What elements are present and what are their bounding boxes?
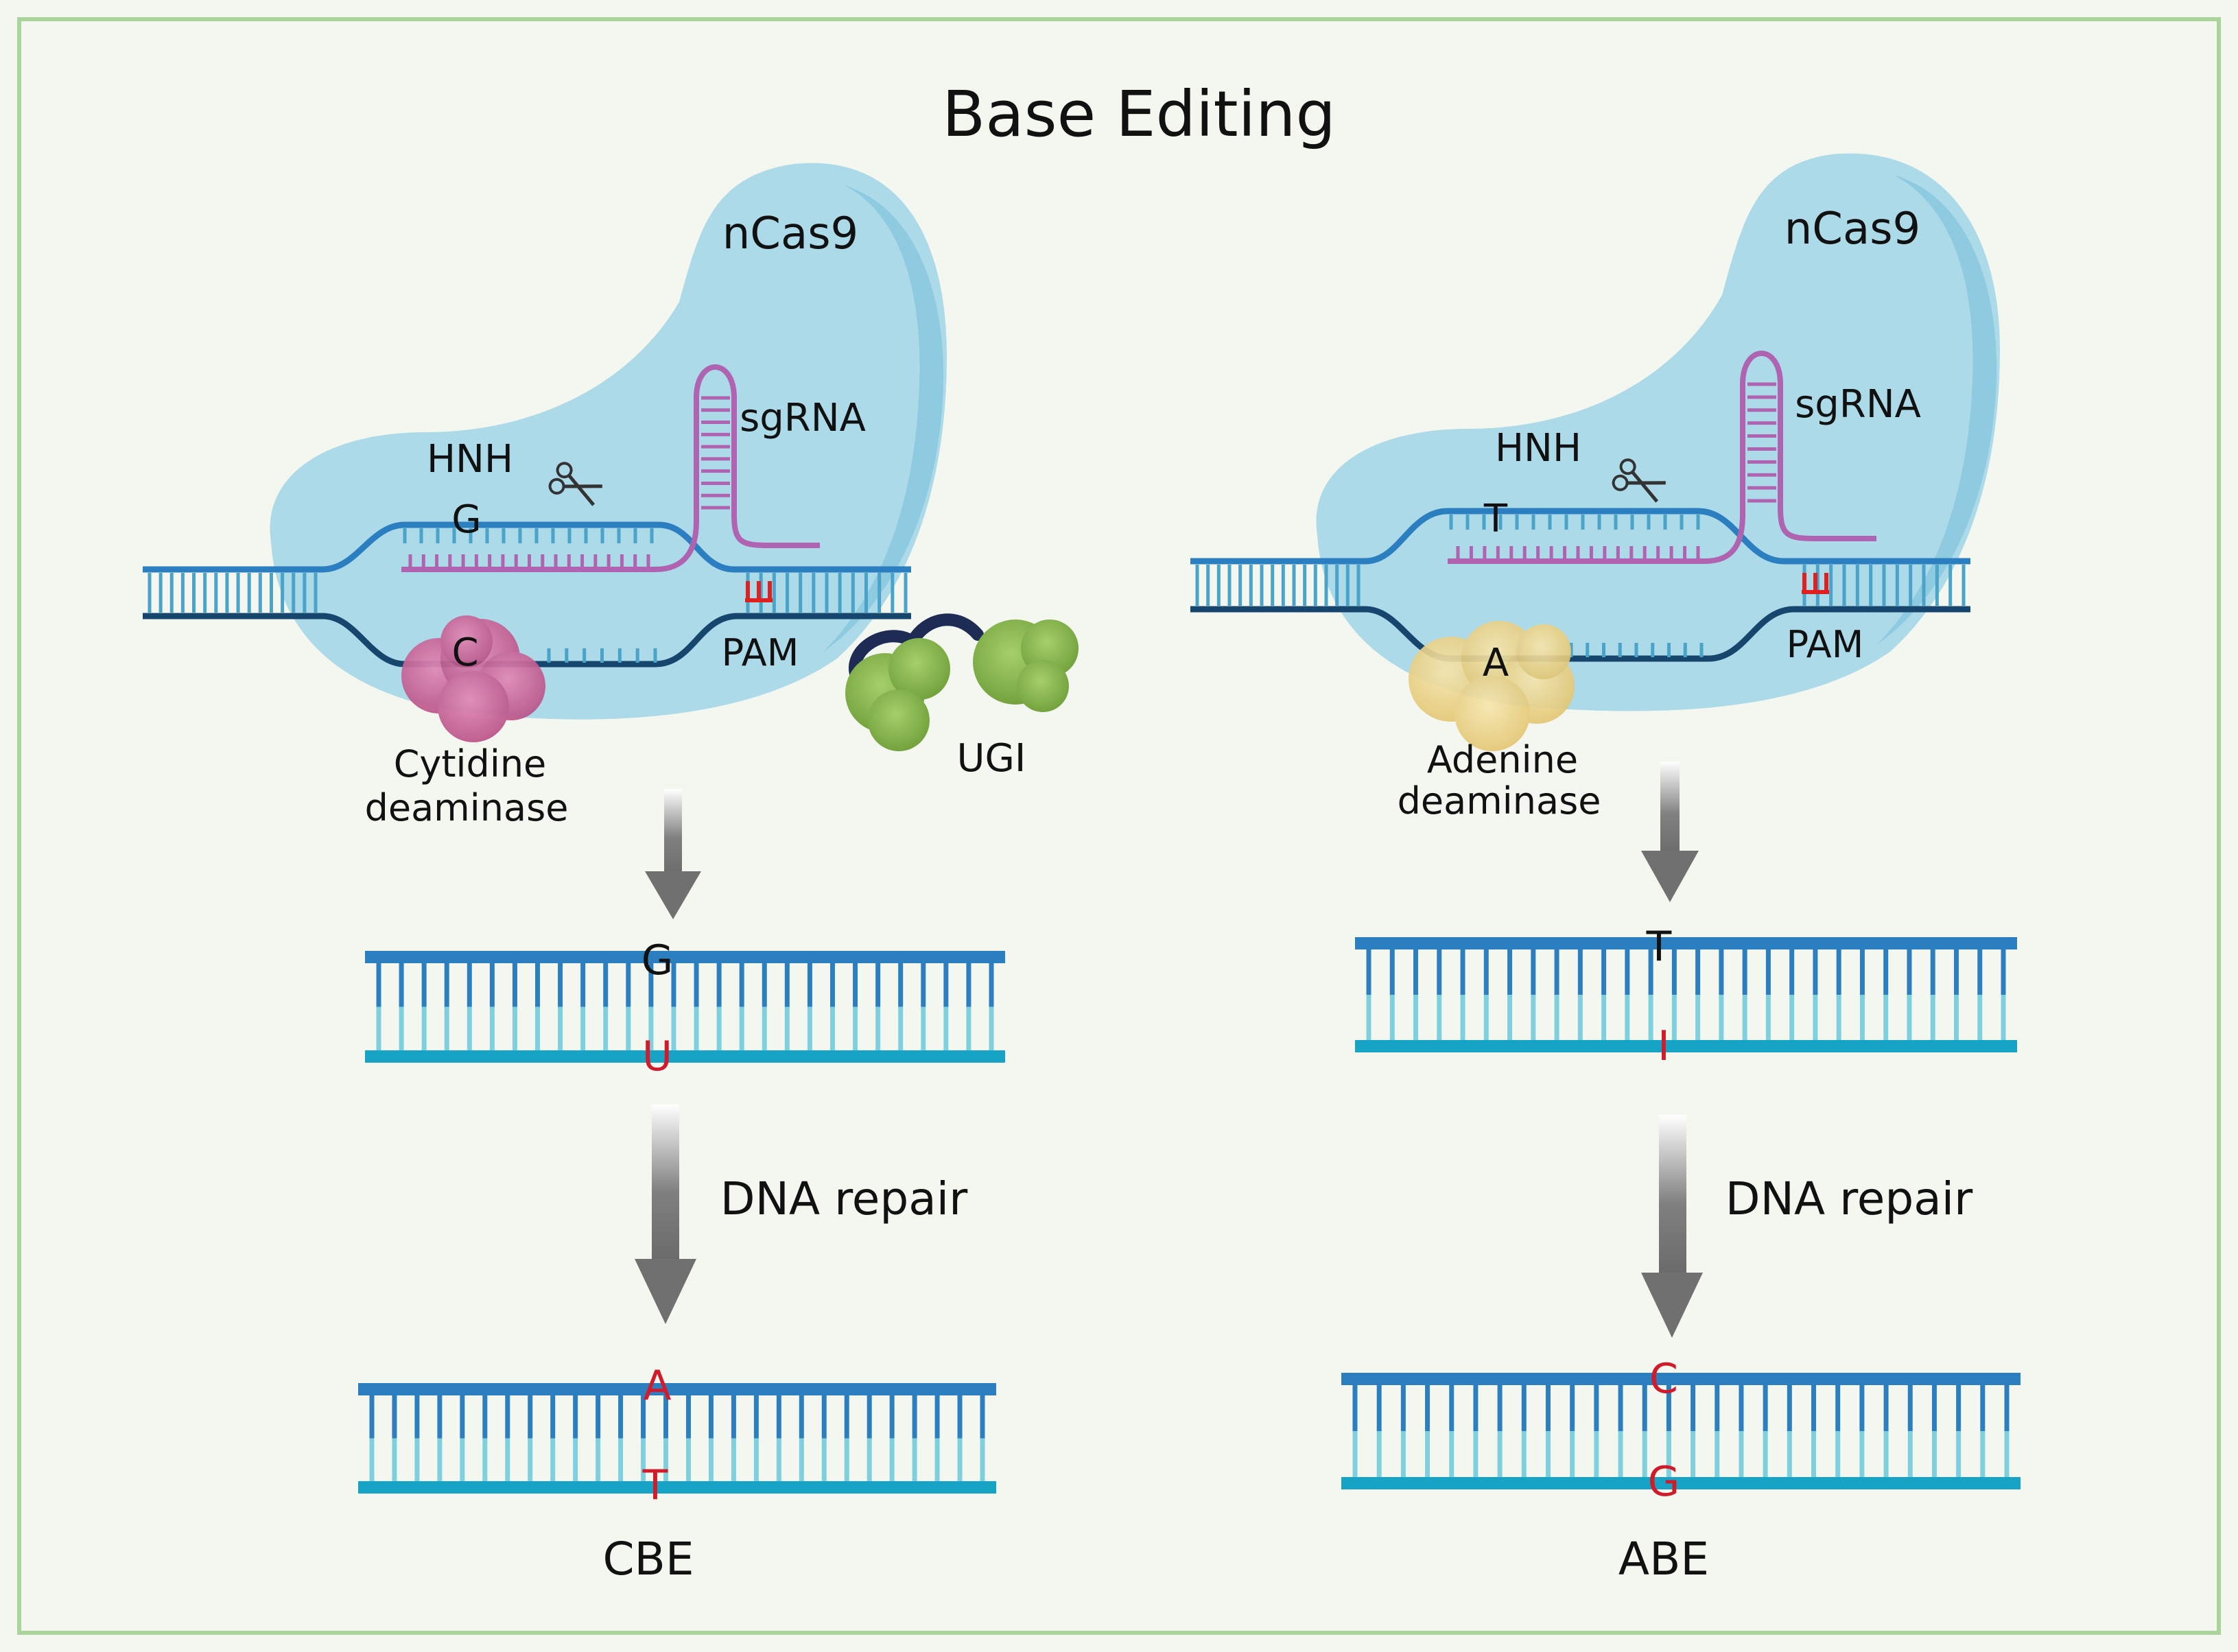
dna-left-flank <box>1190 558 1365 613</box>
intermediate-bottom-base: I <box>1658 1022 1670 1070</box>
hnh-label: HNH <box>427 437 513 482</box>
sgrna-strand <box>1448 351 1876 564</box>
figure-title: Base Editing <box>942 78 1336 151</box>
final-bottom-base: G <box>1648 1458 1680 1506</box>
deaminase-label-line2: deaminase <box>1398 779 1601 823</box>
hnh-label: HNH <box>1495 426 1581 471</box>
intermediate-bottom-base: U <box>642 1032 672 1081</box>
deaminase-label-line2: deaminase <box>365 786 569 829</box>
bottom-dna-strand <box>322 613 911 668</box>
sgrna-label: sgRNA <box>1795 382 1921 427</box>
pam-label: PAM <box>1787 623 1864 666</box>
intermediate-dna-duplex <box>1355 937 2017 1052</box>
cbe-panel: nCas9 sgRNA HNH G C PAM Cytidine deamina… <box>143 163 1079 1585</box>
scissors-icon <box>548 462 602 506</box>
deaminase-label-line1: Cytidine <box>394 742 547 786</box>
target-top-base: G <box>451 497 481 542</box>
ugi-label: UGI <box>957 736 1026 781</box>
ugi-protein <box>845 620 1079 751</box>
dna-left-flank <box>143 566 322 620</box>
sgrna-label: sgRNA <box>740 396 866 440</box>
ncas9-protein <box>1316 153 2000 711</box>
down-arrow-icon <box>635 1105 696 1324</box>
down-arrow-icon <box>645 789 701 919</box>
adenine-deaminase <box>1409 621 1575 751</box>
target-bottom-base: C <box>451 630 478 675</box>
top-dna-strand <box>322 521 911 573</box>
repair-label: DNA repair <box>720 1172 968 1225</box>
intermediate-top-base: T <box>1646 923 1672 971</box>
target-top-base: T <box>1483 497 1508 541</box>
panel-name: CBE <box>602 1533 694 1585</box>
ncas9-protein <box>270 163 947 720</box>
panel-name: ABE <box>1618 1533 1709 1585</box>
final-top-base: A <box>643 1362 671 1410</box>
final-bottom-base: T <box>642 1461 668 1509</box>
final-dna-duplex <box>1341 1373 2021 1489</box>
scissors-icon <box>1612 458 1666 503</box>
abe-panel: nCas9 sgRNA HNH T A PAM Adenine deaminas… <box>1190 153 2021 1585</box>
pam-label: PAM <box>722 631 799 674</box>
figure-frame <box>17 17 2221 1635</box>
ncas9-label: nCas9 <box>1784 204 1921 255</box>
target-bottom-base: A <box>1483 641 1509 685</box>
sgrna-strand <box>401 364 820 572</box>
deaminase-label-line1: Adenine <box>1427 738 1578 781</box>
down-arrow-icon <box>1641 1115 1703 1338</box>
ncas9-shading <box>823 185 944 652</box>
ncas9-shading <box>1876 175 1997 645</box>
top-dna-strand <box>1365 508 1970 565</box>
final-top-base: C <box>1649 1355 1678 1403</box>
final-dna-duplex <box>358 1383 996 1494</box>
cytidine-deaminase <box>401 615 545 742</box>
down-arrow-icon <box>1641 762 1699 902</box>
intermediate-top-base: G <box>641 936 674 984</box>
intermediate-dna-duplex <box>365 951 1005 1063</box>
bottom-dna-strand <box>1365 606 1970 662</box>
repair-label: DNA repair <box>1725 1172 1973 1225</box>
ncas9-label: nCas9 <box>722 209 859 259</box>
